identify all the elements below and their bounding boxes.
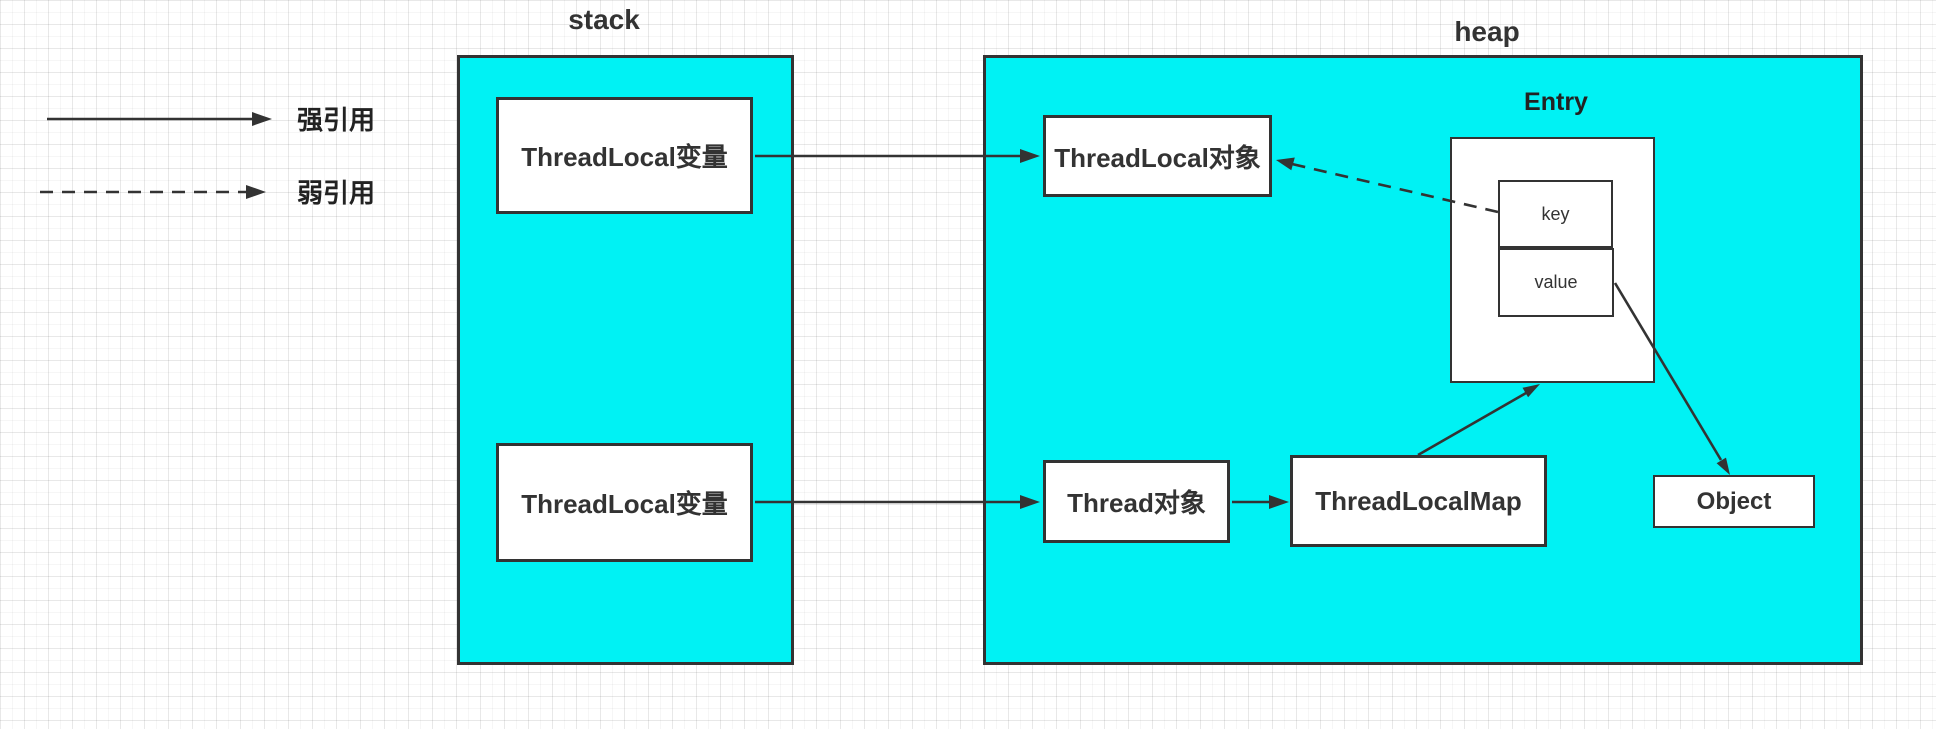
legend-strong-reference-arrow (47, 112, 272, 126)
thread-object-node: Thread对象 (1043, 460, 1230, 543)
threadlocal-object-node: ThreadLocal对象 (1043, 115, 1272, 197)
legend-weak-reference-arrow (40, 185, 266, 199)
legend-strong-reference-label: 强引用 (297, 105, 376, 135)
threadlocalmap-node: ThreadLocalMap (1290, 455, 1547, 547)
threadlocal-variable-top-node: ThreadLocal变量 (496, 97, 753, 214)
heap-region-title: heap (1454, 16, 1520, 47)
legend-weak-reference-label: 弱引用 (297, 178, 376, 208)
object-node: Object (1653, 475, 1815, 528)
entry-title: Entry (1524, 88, 1588, 116)
stack-region-title: stack (568, 4, 640, 35)
entry-value-node: value (1498, 248, 1614, 317)
entry-key-node: key (1498, 180, 1613, 248)
threadlocal-variable-bottom-node: ThreadLocal变量 (496, 443, 753, 562)
